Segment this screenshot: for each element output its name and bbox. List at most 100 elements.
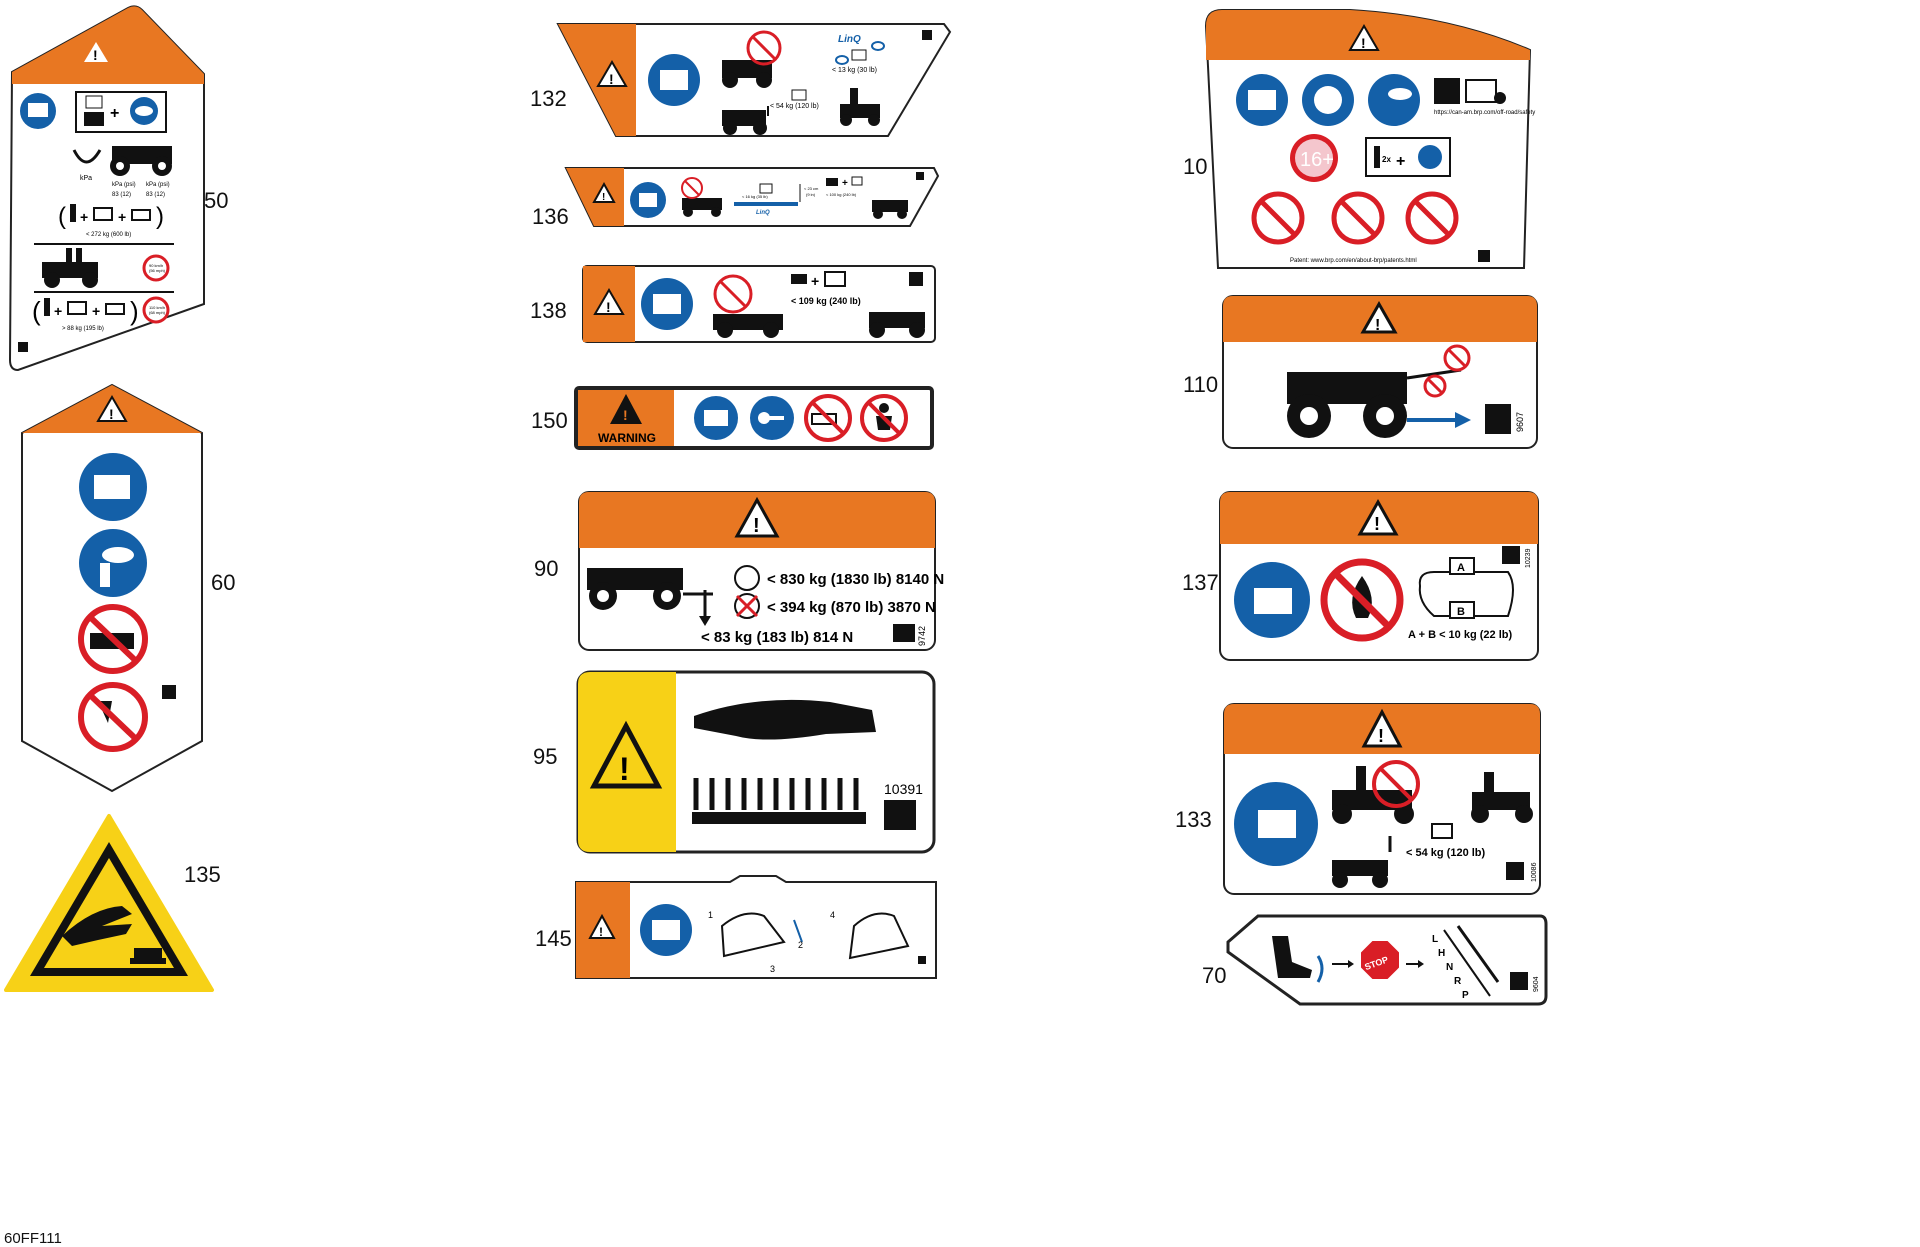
label-code: 10239 [1525, 548, 1532, 568]
svg-text:!: ! [599, 925, 603, 939]
towing-line-2: < 394 kg (870 lb) 3870 N [767, 599, 936, 616]
safety-label-70: STOP L H N R P 9604 [1222, 912, 1548, 1006]
pressure-rear-value: 83 (12) [146, 192, 165, 198]
safety-label-138: ! + < 109 kg (240 lb) [581, 264, 937, 344]
people-count: 2x [1382, 155, 1391, 164]
tire-pressure-icon [72, 149, 102, 164]
rack-load-text: < 54 kg (120 lb) [1406, 847, 1486, 859]
qr-code-icon [916, 172, 924, 180]
no-towing-icon [804, 394, 852, 442]
rider-driving-icon [840, 88, 880, 126]
safety-label-132: ! LinQ < 13 kg (30 lb) < 54 kg (120 lb) [556, 22, 952, 140]
two-up-atv-icon [42, 248, 98, 288]
label-code: 9607 [1515, 412, 1525, 432]
callout-number-95: 95 [533, 744, 558, 769]
warning-triangle-icon: ! [596, 60, 628, 87]
remove-key-icon [750, 396, 794, 440]
qr-code-icon [1506, 862, 1524, 880]
read-manual-icon [640, 904, 692, 956]
label-code: 9604 [1533, 976, 1540, 992]
min-passenger-text: > 88 kg (195 lb) [62, 326, 104, 332]
no-children-icon [860, 394, 908, 442]
qr-code-icon [18, 342, 28, 352]
atv-towing-icon [587, 568, 713, 626]
svg-text:!: ! [602, 192, 605, 203]
svg-text:+: + [1396, 153, 1405, 170]
read-manual-icon [648, 54, 700, 106]
box-b-label: B [1457, 606, 1465, 618]
callout-number-110: 110 [1183, 372, 1219, 397]
qr-code-icon [1485, 404, 1511, 434]
warning-word: WARNING [598, 431, 656, 445]
no-passenger-icon [713, 274, 783, 338]
svg-text:): ) [130, 296, 139, 326]
svg-text:+: + [118, 209, 126, 225]
safety-label-110: ! 9607 [1221, 294, 1539, 450]
speed1-line1: 90 km/h [149, 263, 163, 268]
svg-text:+: + [80, 209, 88, 225]
svg-text:!: ! [1374, 514, 1380, 534]
no-alcohol-icon [1405, 191, 1459, 245]
max-load-text: < 272 kg (600 lb) [86, 232, 131, 238]
no-passenger-icon [1332, 760, 1420, 824]
gear-r: R [1454, 976, 1462, 987]
hot-surface-icon [692, 778, 866, 824]
step-3: 3 [770, 964, 775, 974]
safety-label-10: ! https://can-am.brp.com/off-road/safety… [1200, 6, 1546, 270]
linq-load-text: < 16 kg (35 lb) [742, 194, 768, 199]
arrow-icon-2 [1406, 960, 1424, 968]
qr-code-icon [909, 272, 923, 286]
rear-rack-load-icon [1332, 823, 1453, 888]
rear-load-text: < 109 kg (240 lb) [791, 296, 861, 306]
wear-helmet-icon [79, 529, 147, 597]
no-passenger-icon [681, 177, 722, 217]
safety-label-95: ! 10391 [576, 670, 936, 854]
qr-code-small-icon [1478, 250, 1490, 262]
svg-text:!: ! [1361, 35, 1366, 51]
stop-sign-icon [1359, 939, 1401, 981]
linq-accessory-icon [835, 41, 885, 65]
svg-text:!: ! [1378, 726, 1384, 746]
passenger-load-icon: (++) [32, 296, 139, 326]
callout-number-138: 138 [530, 298, 567, 323]
tire-rear-label: kPa (psi) [146, 182, 170, 188]
svg-text:!: ! [623, 407, 628, 423]
arrow-icon [1332, 960, 1354, 968]
safety-label-50: ! + kPa kPa (psi) kPa (psi) 83 (12) 83 (… [8, 4, 208, 374]
no-alcohol-icon [78, 682, 148, 752]
gear-shift-pattern-icon [1443, 925, 1500, 997]
helmet-icon [130, 97, 158, 125]
seat-install-icon [848, 912, 910, 960]
callout-number-145: 145 [535, 926, 572, 951]
atv-icon [869, 312, 925, 338]
callout-number-133: 133 [1175, 807, 1212, 832]
read-manual-icon [79, 453, 147, 521]
pressure-front-value: 83 (12) [112, 192, 131, 198]
no-passenger-icon [1331, 191, 1385, 245]
callout-number-137: 137 [1182, 570, 1219, 595]
height-text-2: (9 in) [806, 192, 816, 197]
linq-brand: LinQ [838, 34, 861, 45]
callout-number-50: 50 [204, 188, 229, 213]
tire-unit-text: kPa [80, 175, 92, 182]
qr-code-icon [922, 30, 932, 40]
safety-label-137: ! A B A + B < 10 kg (22 lb) 10239 [1218, 490, 1540, 662]
step-1: 1 [708, 910, 713, 920]
warning-triangle-icon: ! [589, 720, 663, 789]
svg-text:!: ! [606, 299, 611, 315]
step-2: 2 [798, 940, 803, 950]
read-manual-icon [694, 396, 738, 440]
step-4: 4 [830, 910, 835, 920]
orange-panel [566, 168, 624, 226]
gear-h: H [1438, 948, 1445, 959]
no-passenger-icon [78, 604, 148, 674]
gear-l: L [1432, 934, 1438, 945]
hitch-load-icon: + [826, 176, 863, 189]
tire-front-label: kPa (psi) [112, 182, 136, 188]
warning-triangle-icon: ! [734, 496, 780, 538]
speed-limit-icon [142, 254, 170, 282]
read-manual-icon [630, 182, 666, 218]
towing-line-3: < 83 kg (183 lb) 814 N [701, 629, 853, 646]
svg-text:+: + [110, 105, 119, 122]
svg-text:!: ! [93, 47, 98, 63]
